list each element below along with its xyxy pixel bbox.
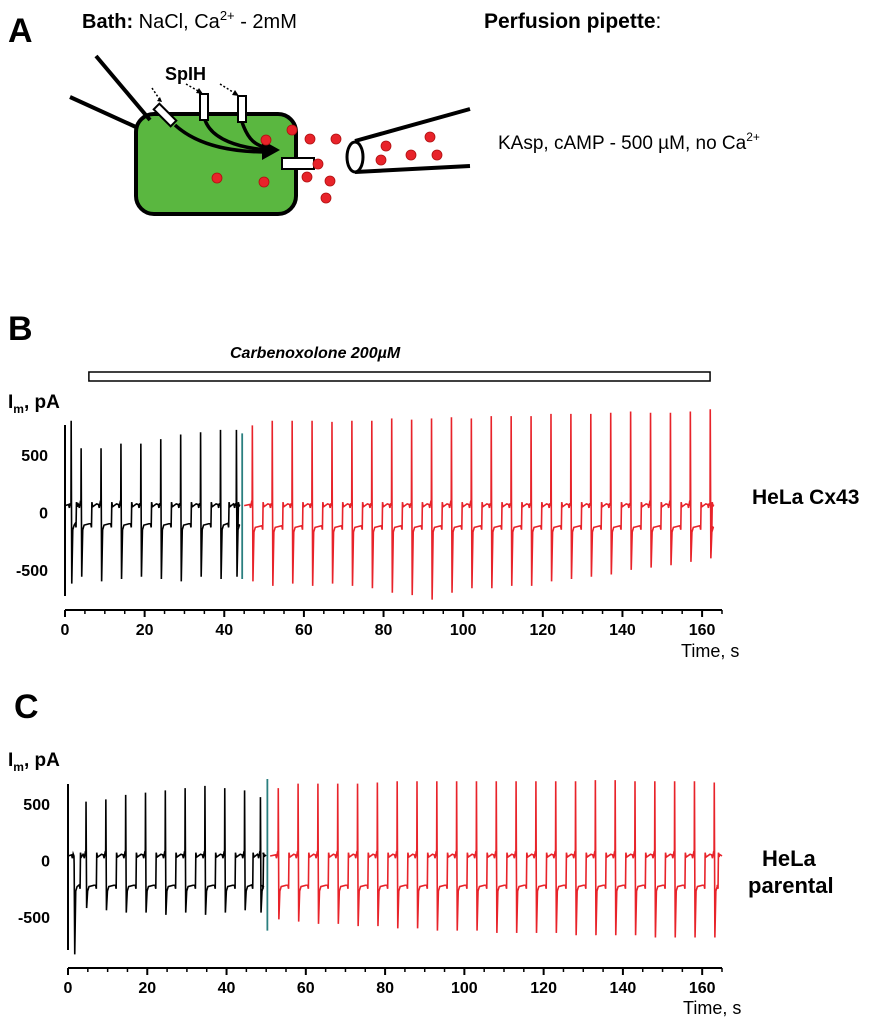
camp-dot bbox=[375, 154, 387, 166]
camp-dot bbox=[312, 158, 324, 170]
sensor-tube-2 bbox=[199, 93, 209, 121]
ylabel-b-main: I bbox=[8, 392, 13, 413]
camp-dot bbox=[258, 176, 270, 188]
cell-label-c-line2: parental bbox=[748, 873, 834, 898]
flow-arrow-1 bbox=[173, 123, 269, 154]
exit-channel bbox=[281, 157, 315, 170]
y-tick-label: 0 bbox=[41, 854, 50, 871]
x-tick-label: 80 bbox=[375, 622, 393, 639]
x-tick-label: 140 bbox=[609, 622, 636, 639]
panel-label-c: C bbox=[14, 688, 39, 726]
x-tick-label: 20 bbox=[138, 980, 156, 997]
flow-arrow-2 bbox=[203, 119, 269, 152]
plot-c: 0 20 40 60 80 100 120 140 160 500 0 -500 bbox=[18, 779, 723, 997]
plot-b: 0 20 40 60 80 100 120 140 160 500 0 -500 bbox=[16, 409, 723, 639]
cell-label-c-line1: HeLa bbox=[762, 846, 817, 871]
camp-dot bbox=[260, 134, 272, 146]
pipette-text: KAsp, cAMP - 500 µM, no Ca bbox=[498, 133, 747, 154]
x-tick-label: 0 bbox=[64, 980, 73, 997]
camp-dot bbox=[330, 133, 342, 145]
pipette-sup: 2+ bbox=[746, 130, 760, 144]
pipette-solution: KAsp, cAMP - 500 µM, no Ca2+ bbox=[498, 130, 760, 154]
y-tick-label: 0 bbox=[39, 506, 48, 523]
perfusion-pipette-lower bbox=[354, 164, 471, 174]
camp-dot bbox=[304, 133, 316, 145]
camp-dot bbox=[211, 172, 223, 184]
camp-dot bbox=[380, 140, 392, 152]
trace-control bbox=[67, 785, 267, 955]
y-tick-label: 500 bbox=[23, 797, 50, 814]
cell-label-b: HeLa Cx43 bbox=[752, 486, 859, 509]
trace-control bbox=[64, 420, 241, 584]
panel-label-b: B bbox=[8, 310, 33, 348]
bath-sup: 2+ bbox=[220, 8, 235, 23]
perfusion-header: Perfusion pipette: bbox=[484, 10, 661, 33]
ylabel-c-sub: m bbox=[13, 760, 24, 774]
x-tick-label: 60 bbox=[295, 622, 313, 639]
ylabel-c-main: I bbox=[8, 750, 13, 771]
camp-dot bbox=[431, 149, 443, 161]
perfusion-pipette-tip bbox=[345, 140, 365, 174]
dotted-arrow-3 bbox=[219, 83, 237, 95]
bath-label: Bath: bbox=[82, 11, 133, 33]
camp-dots bbox=[211, 124, 443, 204]
sensor-label: SpIH bbox=[165, 64, 206, 84]
bath-header: Bath: NaCl, Ca2+ - 2mM bbox=[82, 8, 297, 33]
camp-dot bbox=[324, 175, 336, 187]
ylabel-c-tail: , pA bbox=[24, 750, 60, 771]
drug-label: Carbenoxolone 200µM bbox=[230, 345, 401, 362]
x-tick-label: 160 bbox=[689, 980, 716, 997]
trace-carbenoxolone bbox=[269, 780, 723, 938]
x-tick-label: 140 bbox=[610, 980, 637, 997]
trace-carbenoxolone bbox=[244, 409, 715, 600]
bath-tail: - 2mM bbox=[235, 11, 297, 33]
panel-label-a: A bbox=[8, 12, 33, 50]
bath-text: NaCl, Ca bbox=[139, 11, 221, 33]
camp-dot bbox=[424, 131, 436, 143]
ylabel-b-tail: , pA bbox=[24, 392, 60, 413]
sensor-tube-3 bbox=[237, 95, 247, 123]
y-tick-label: -500 bbox=[16, 563, 48, 580]
dotted-arrow-2-head bbox=[196, 88, 203, 94]
x-tick-label: 120 bbox=[530, 980, 557, 997]
camp-dot bbox=[320, 192, 332, 204]
xlabel-b: Time, s bbox=[681, 641, 739, 661]
x-tick-label: 120 bbox=[529, 622, 556, 639]
x-tick-label: 40 bbox=[215, 622, 233, 639]
cell-body bbox=[134, 112, 298, 216]
x-tick-label: 60 bbox=[297, 980, 315, 997]
ylabel-b-sub: m bbox=[13, 402, 24, 416]
x-tick-label: 160 bbox=[689, 622, 716, 639]
drug-application-bar bbox=[88, 371, 711, 382]
ylabel-b: Im, pA bbox=[8, 392, 60, 416]
x-tick-label: 0 bbox=[61, 622, 70, 639]
x-tick-label: 80 bbox=[376, 980, 394, 997]
perfusion-colon: : bbox=[656, 10, 662, 33]
ylabel-c: Im, pA bbox=[8, 750, 60, 774]
camp-dot bbox=[405, 149, 417, 161]
xlabel-c: Time, s bbox=[683, 998, 741, 1018]
perfusion-title: Perfusion pipette bbox=[484, 10, 656, 33]
camp-dot bbox=[286, 124, 298, 136]
dotted-arrow-1-head bbox=[157, 97, 162, 102]
y-tick-label: -500 bbox=[18, 910, 50, 927]
dotted-arrow-3-head bbox=[232, 90, 239, 96]
sensor-tube-1 bbox=[152, 102, 178, 128]
y-tick-label: 500 bbox=[21, 448, 48, 465]
x-tick-label: 100 bbox=[450, 622, 477, 639]
x-tick-label: 40 bbox=[218, 980, 236, 997]
camp-dot bbox=[301, 171, 313, 183]
patch-pipette-lower-line bbox=[69, 95, 139, 130]
patch-pipette-upper-line bbox=[94, 54, 152, 122]
dotted-arrow-1 bbox=[151, 87, 161, 101]
x-tick-label: 20 bbox=[136, 622, 154, 639]
x-tick-label: 100 bbox=[451, 980, 478, 997]
perfusion-pipette-upper bbox=[354, 107, 471, 143]
